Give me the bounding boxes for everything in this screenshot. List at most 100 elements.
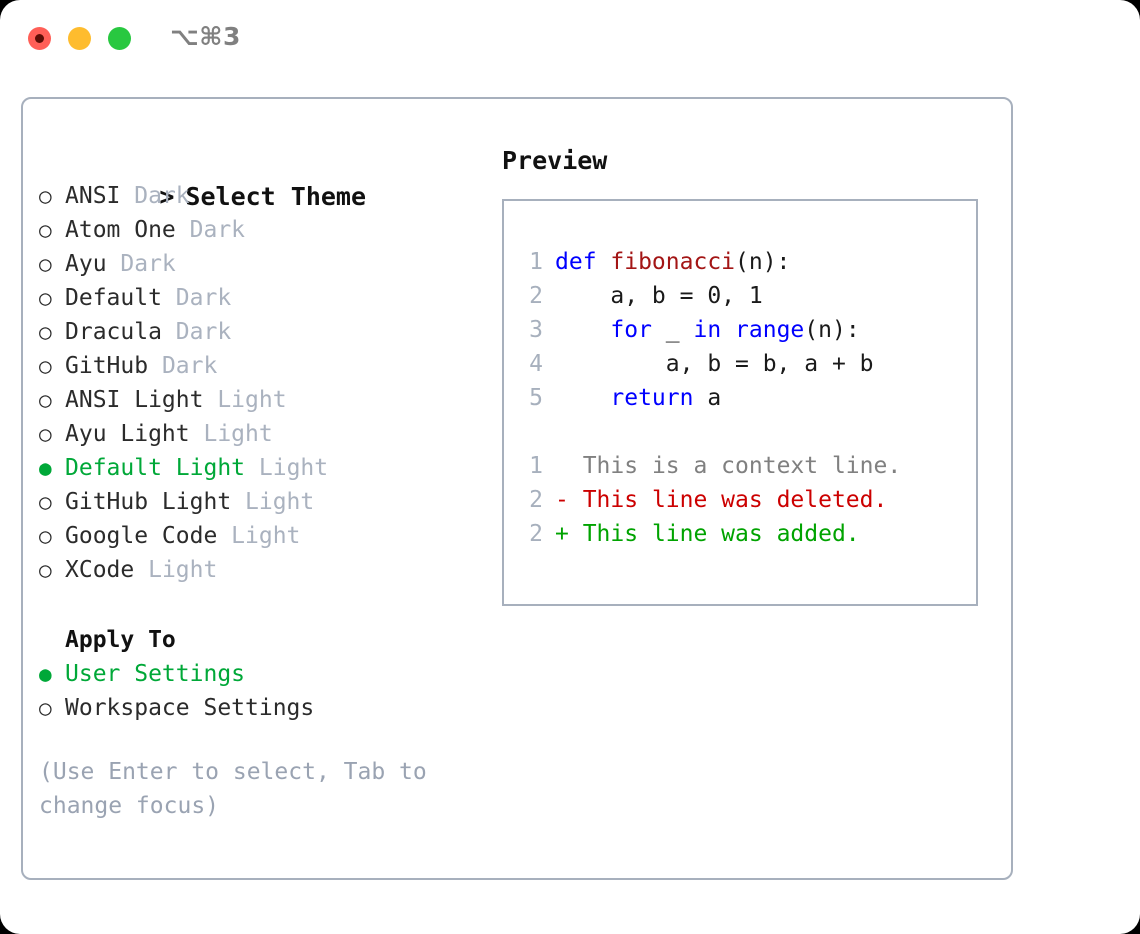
radio-selected-icon: ● bbox=[39, 456, 52, 480]
code-token: (n): bbox=[804, 317, 860, 343]
line-number: 3 bbox=[529, 317, 543, 343]
close-icon bbox=[35, 34, 44, 43]
theme-variant-badge: Dark bbox=[134, 183, 190, 209]
apply-to-label: User Settings bbox=[65, 661, 246, 687]
theme-list: ○ANSI Dark○Atom One Dark○Ayu Dark○Defaul… bbox=[39, 179, 469, 587]
code-token: in bbox=[693, 317, 722, 343]
preview-title: Preview bbox=[502, 146, 608, 175]
radio-unselected-icon: ○ bbox=[39, 184, 52, 208]
line-number: 1 bbox=[529, 249, 543, 275]
theme-option-default[interactable]: ○ Default Dark bbox=[39, 281, 469, 315]
theme-option-ansi[interactable]: ○ ANSI Dark bbox=[39, 179, 469, 213]
code-token: def bbox=[555, 249, 611, 275]
radio-unselected-icon: ○ bbox=[39, 388, 52, 412]
apply-to-option-user-settings[interactable]: ● User Settings bbox=[39, 657, 469, 691]
code-token: a, b = 0, 1 bbox=[555, 283, 763, 309]
theme-variant-badge: Light bbox=[258, 455, 329, 481]
code-line: 4 a, b = b, a + b bbox=[519, 347, 901, 381]
line-number: 4 bbox=[529, 351, 543, 377]
apply-to-label: Workspace Settings bbox=[65, 695, 315, 721]
theme-option-xcode[interactable]: ○XCode Light bbox=[39, 553, 469, 587]
line-number: 2 bbox=[529, 283, 543, 309]
theme-variant-badge: Dark bbox=[189, 217, 246, 243]
theme-option-ayu-light[interactable]: ○ Ayu Light Light bbox=[39, 417, 469, 451]
theme-name: Google Code bbox=[65, 523, 232, 549]
code-line: 3 for _ in range(n): bbox=[519, 313, 901, 347]
radio-selected-icon: ● bbox=[39, 662, 52, 686]
radio-unselected-icon: ○ bbox=[39, 218, 52, 242]
keyboard-hint: (Use Enter to select, Tab to change focu… bbox=[39, 759, 441, 819]
code-token bbox=[555, 317, 610, 343]
theme-name: Ayu bbox=[65, 251, 121, 277]
theme-option-google-code[interactable]: ○ Google Code Light bbox=[39, 519, 469, 553]
theme-name: ANSI bbox=[65, 183, 135, 209]
diff-line: 1 This is a context line. bbox=[519, 449, 901, 483]
diff-text: This line was deleted. bbox=[582, 487, 888, 513]
diff-text: This is a context line. bbox=[582, 453, 902, 479]
section-spacer bbox=[39, 587, 469, 623]
theme-variant-badge: Dark bbox=[175, 285, 232, 311]
radio-unselected-icon: ○ bbox=[39, 252, 52, 276]
radio-unselected-icon: ○ bbox=[39, 524, 52, 548]
theme-option-default-light[interactable]: ● Default Light Light bbox=[39, 451, 469, 485]
theme-option-github-light[interactable]: ○GitHub Light Light bbox=[39, 485, 469, 519]
theme-variant-badge: Dark bbox=[161, 353, 218, 379]
theme-name: ANSI Light bbox=[65, 387, 218, 413]
theme-option-atom-one[interactable]: ○Atom One Dark bbox=[39, 213, 469, 247]
theme-option-ayu[interactable]: ○ Ayu Dark bbox=[39, 247, 469, 281]
line-number: 5 bbox=[529, 385, 543, 411]
theme-name: Default Light bbox=[65, 455, 259, 481]
code-token: for bbox=[610, 317, 652, 343]
code-line: 2 a, b = 0, 1 bbox=[519, 279, 901, 313]
theme-option-dracula[interactable]: ○Dracula Dark bbox=[39, 315, 469, 349]
select-theme-label: Select Theme bbox=[185, 182, 367, 211]
theme-variant-badge: Light bbox=[245, 489, 315, 515]
theme-name: Default bbox=[65, 285, 176, 311]
radio-unselected-icon: ○ bbox=[39, 286, 52, 310]
radio-unselected-icon: ○ bbox=[39, 422, 52, 446]
theme-option-ansi-light[interactable]: ○ ANSI Light Light bbox=[39, 383, 469, 417]
apply-to-header: Apply To bbox=[65, 627, 176, 653]
theme-name: Dracula bbox=[65, 319, 176, 345]
code-token: fibonacci bbox=[610, 249, 736, 275]
code-line: 5 return a bbox=[519, 381, 901, 415]
theme-name: Ayu Light bbox=[65, 421, 204, 447]
main-panel: >Select Theme ○ANSI Dark○Atom One Dark○A… bbox=[21, 97, 1013, 880]
theme-option-github[interactable]: ○ GitHub Dark bbox=[39, 349, 469, 383]
theme-variant-badge: Dark bbox=[120, 251, 176, 277]
line-number: 2 bbox=[529, 487, 543, 513]
code-blank-line bbox=[519, 415, 901, 449]
apply-to-option-workspace-settings[interactable]: ○ Workspace Settings bbox=[39, 691, 469, 725]
minimize-button[interactable] bbox=[68, 27, 91, 50]
code-token: return bbox=[610, 385, 694, 411]
radio-unselected-icon: ○ bbox=[39, 490, 52, 514]
zoom-button[interactable] bbox=[108, 27, 131, 50]
radio-unselected-icon: ○ bbox=[39, 354, 52, 378]
theme-name: XCode bbox=[65, 557, 149, 583]
prompt-caret-icon: > bbox=[159, 182, 175, 211]
theme-variant-badge: Light bbox=[203, 421, 273, 447]
code-token bbox=[721, 317, 735, 343]
code-token bbox=[555, 385, 610, 411]
code-token: a bbox=[693, 385, 722, 411]
line-number: 1 bbox=[529, 453, 543, 479]
radio-unselected-icon: ○ bbox=[39, 558, 52, 582]
theme-name: GitHub bbox=[65, 353, 162, 379]
radio-unselected-icon: ○ bbox=[39, 696, 52, 720]
diff-sign: - bbox=[555, 487, 583, 513]
theme-variant-badge: Light bbox=[231, 523, 301, 549]
theme-variant-badge: Light bbox=[217, 387, 287, 413]
code-token: range bbox=[735, 317, 805, 343]
code-token: a, b = b, a + b bbox=[555, 351, 874, 377]
diff-text: This line was added. bbox=[582, 521, 860, 547]
line-number: 2 bbox=[529, 521, 543, 547]
theme-selection-column: >Select Theme ○ANSI Dark○Atom One Dark○A… bbox=[39, 143, 469, 823]
window-title: ⌥⌘3 bbox=[170, 22, 241, 51]
radio-unselected-icon: ○ bbox=[39, 320, 52, 344]
code-token: _ bbox=[651, 317, 694, 343]
